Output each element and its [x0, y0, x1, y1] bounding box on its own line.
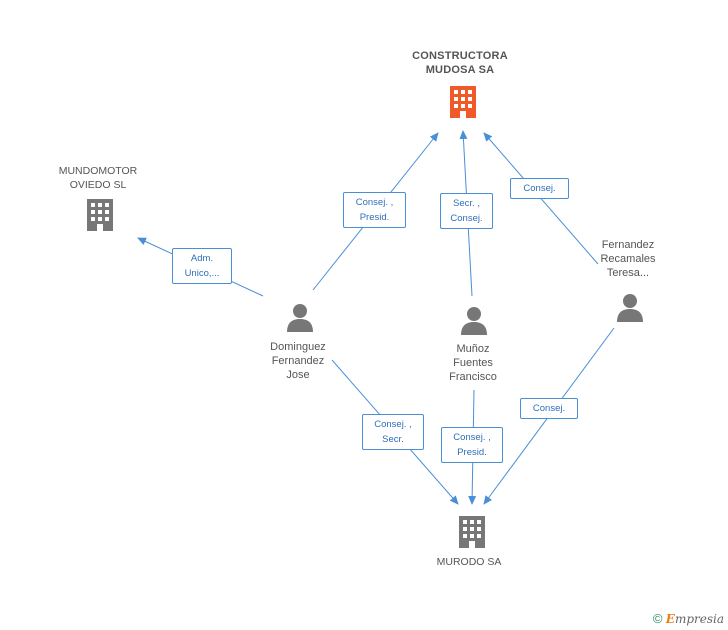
edge-label-munoz-murodo[interactable]: Consej. , Presid. [441, 427, 503, 463]
edge-label-dominguez-constructora[interactable]: Consej. , Presid. [343, 192, 406, 228]
edge-label-line: Consej. , [355, 197, 394, 208]
dominguez-line-3: Jose [286, 369, 310, 381]
edge-label-line: Consej. [523, 183, 556, 194]
edge-label-line: Adm. [190, 253, 214, 264]
building-icon[interactable] [85, 197, 115, 233]
copyright-symbol: © [652, 611, 663, 626]
node-label-munoz[interactable]: Muñoz Fuentes Francisco [413, 342, 533, 384]
building-icon[interactable] [448, 84, 478, 120]
edge-label-dominguez-mundomotor[interactable]: Adm. Unico,... [172, 248, 232, 284]
murodo-line-1: MURODO SA [436, 556, 502, 568]
edge-label-line: Consej. [450, 213, 483, 224]
fernandez-line-1: Fernandez [601, 239, 655, 251]
node-label-dominguez[interactable]: Dominguez Fernandez Jose [238, 340, 358, 382]
munoz-line-3: Francisco [449, 371, 497, 383]
edge-label-line: Presid. [359, 212, 390, 223]
brand-name: mpresia [674, 612, 724, 626]
munoz-line-1: Muñoz [456, 343, 490, 355]
node-label-constructora[interactable]: CONSTRUCTORA MUDOSA SA [380, 49, 540, 77]
mundomotor-line-2: OVIEDO SL [69, 179, 127, 191]
constructora-line-1: CONSTRUCTORA [412, 50, 508, 62]
edge-label-line: Secr. [382, 434, 404, 445]
dominguez-line-1: Dominguez [270, 341, 326, 353]
edge-label-line: Consej. , [453, 432, 491, 443]
person-icon[interactable] [615, 292, 645, 322]
node-label-mundomotor[interactable]: MUNDOMOTOR OVIEDO SL [38, 164, 158, 192]
edge-label-line: Unico,... [184, 268, 220, 279]
node-label-murodo[interactable]: MURODO SA [414, 555, 524, 569]
footer-brand[interactable]: © Empresia [653, 611, 724, 626]
fernandez-line-2: Recamales [600, 253, 656, 265]
edge-label-dominguez-murodo[interactable]: Consej. , Secr. [362, 414, 424, 450]
edge-label-fernandez-murodo[interactable]: Consej. [520, 398, 578, 419]
brand-logo-letter: E [665, 612, 675, 626]
dominguez-line-2: Fernandez [271, 355, 325, 367]
edge-label-line: Consej. [532, 403, 566, 414]
node-label-fernandez[interactable]: Fernandez Recamales Teresa... [568, 238, 688, 280]
munoz-line-2: Fuentes [453, 357, 493, 369]
fernandez-line-3: Teresa... [606, 267, 650, 279]
edge-label-line: Secr. , [453, 198, 480, 209]
mundomotor-line-1: MUNDOMOTOR [58, 165, 138, 177]
constructora-line-2: MUDOSA SA [425, 64, 495, 76]
edge-label-fernandez-constructora[interactable]: Consej. [510, 178, 569, 199]
edge-label-line: Presid. [457, 447, 487, 458]
person-icon[interactable] [285, 302, 315, 332]
person-icon[interactable] [459, 305, 489, 335]
edge-label-line: Consej. , [374, 419, 412, 430]
edge-label-munoz-constructora[interactable]: Secr. , Consej. [440, 193, 493, 229]
building-icon[interactable] [457, 514, 487, 550]
